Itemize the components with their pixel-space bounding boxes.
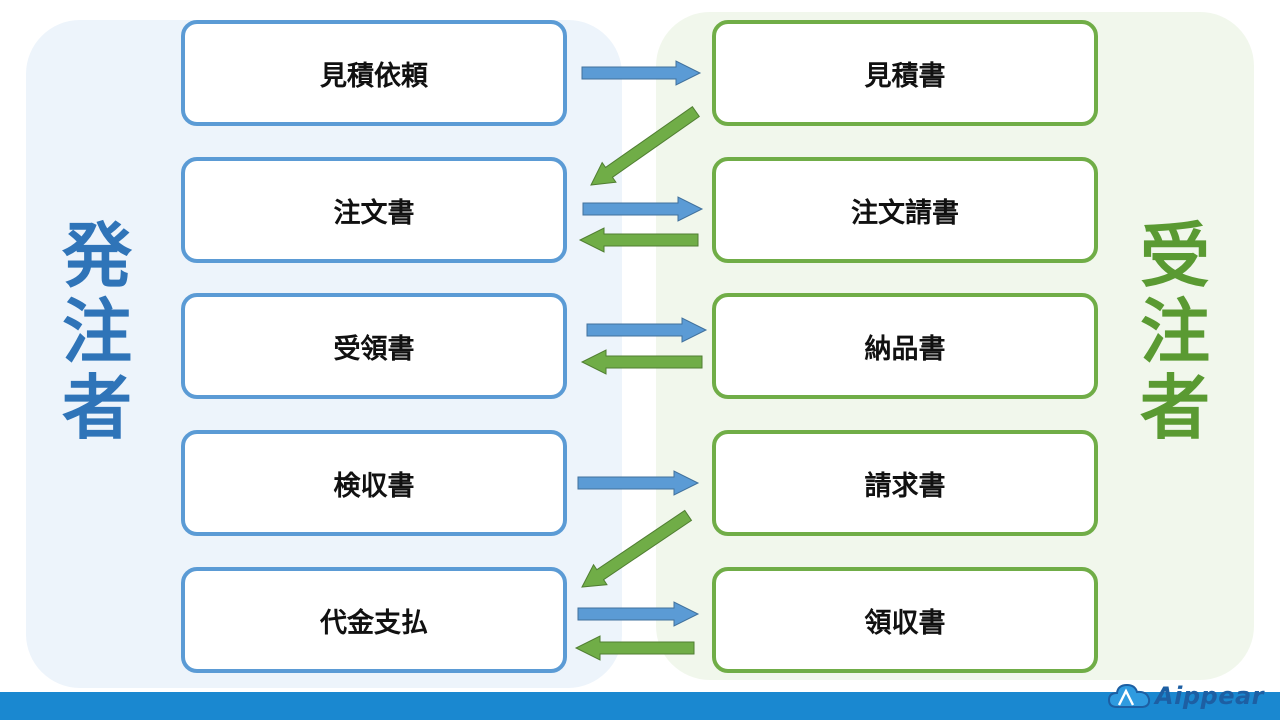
doc-box-estimate-request: 見積依頼 [181,20,567,126]
doc-box-invoice: 請求書 [712,430,1098,536]
arrow-diagonal-1 [590,105,700,186]
doc-box-purchase-order: 注文書 [181,157,567,263]
arrow-diagonal-2 [581,509,693,588]
brand-name: Aippear [1155,682,1264,710]
arrow-right-4 [577,470,700,496]
doc-box-delivery-slip: 納品書 [712,293,1098,399]
arrow-right-3 [586,317,708,343]
brand-logo: Aippear [1107,678,1264,714]
doc-box-receipt-of-delivery: 受領書 [181,293,567,399]
arrow-left-3 [580,349,703,375]
doc-box-payment: 代金支払 [181,567,567,673]
doc-box-estimate: 見積書 [712,20,1098,126]
doc-box-order-confirmation: 注文請書 [712,157,1098,263]
orderer-label: 発注者 [62,215,132,449]
doc-box-receipt: 領収書 [712,567,1098,673]
arrow-left-5 [574,635,695,661]
footer-bar [0,692,1280,720]
doc-box-inspection: 検収書 [181,430,567,536]
contractor-label: 受注者 [1140,215,1210,449]
cloud-icon [1108,683,1151,708]
arrow-right-2 [582,196,704,222]
arrow-right-1 [581,60,702,86]
arrow-right-5 [577,601,700,627]
arrow-left-2 [578,227,699,253]
